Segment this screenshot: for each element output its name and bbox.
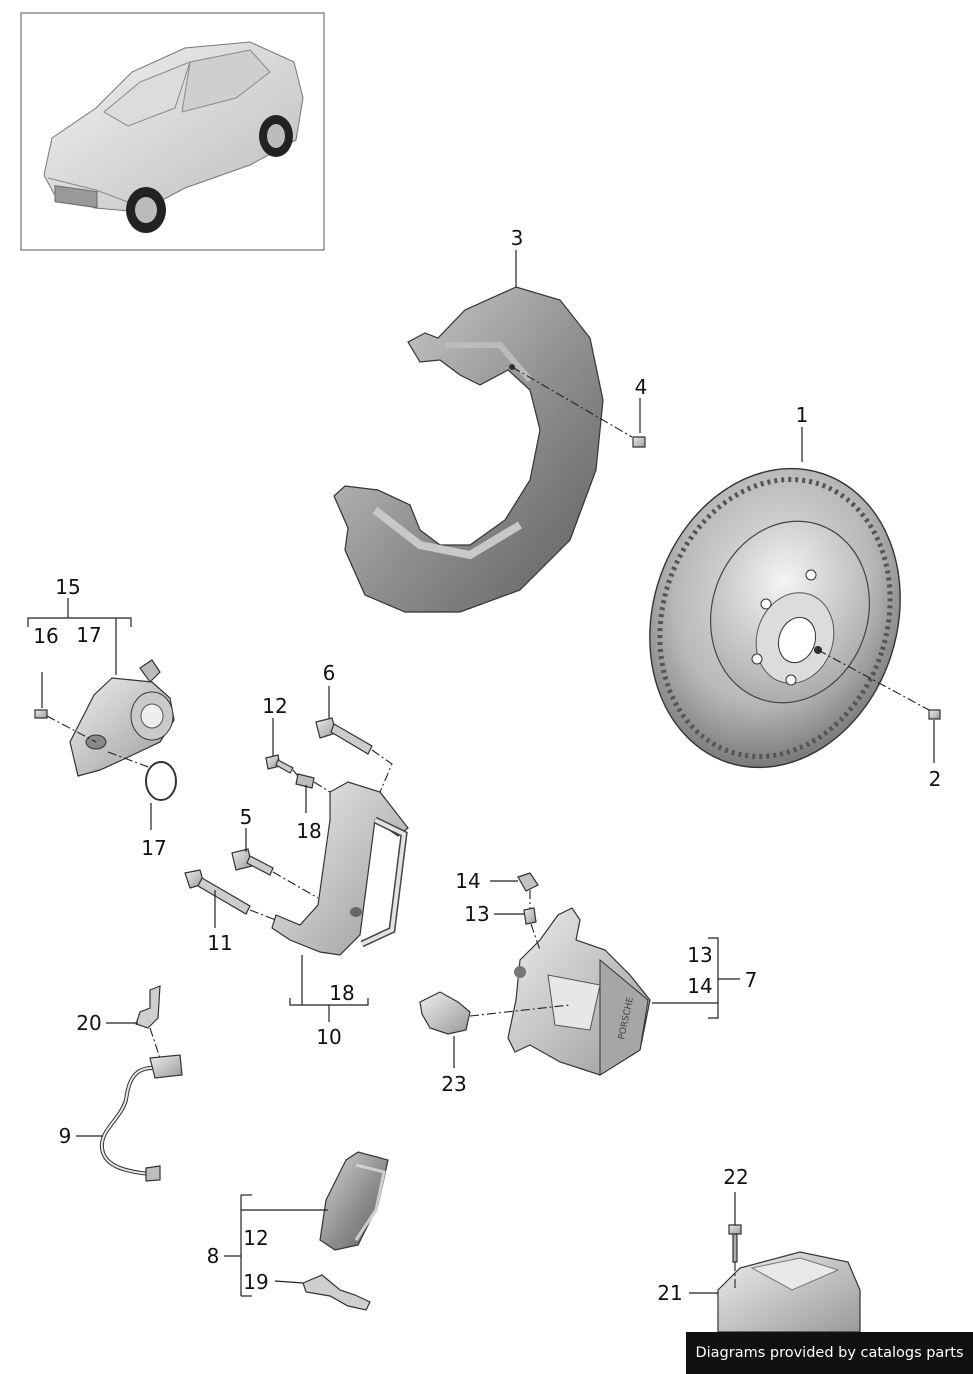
callout-2: 2	[929, 767, 942, 791]
callout-labels: 1 2 3 4 5 6 7 8 9 10 11 12 12 13 13 14 1…	[33, 226, 941, 1305]
vehicle-thumbnail	[20, 12, 325, 251]
guide-bolt-small	[265, 754, 294, 774]
o-ring	[145, 761, 177, 801]
callout-18-cap: 18	[296, 819, 321, 843]
callout-10: 10	[316, 1025, 341, 1049]
brake-disc	[649, 467, 901, 769]
brake-pad	[319, 1151, 389, 1251]
pad-retaining-spring	[302, 1274, 371, 1311]
control-unit	[717, 1251, 861, 1333]
callout-1: 1	[796, 403, 809, 427]
callout-13-valve: 13	[464, 902, 489, 926]
motor-screw	[34, 709, 48, 719]
disc-screw	[928, 709, 941, 720]
callout-23: 23	[441, 1072, 466, 1096]
callout-9: 9	[59, 1124, 72, 1148]
sensor-bracket	[135, 985, 161, 1029]
assembly-lines	[46, 366, 930, 1290]
callout-12-bolt: 12	[262, 694, 287, 718]
callout-14-cap: 14	[455, 869, 480, 893]
carrier-bolt-lower	[231, 848, 274, 876]
callout-16: 16	[33, 624, 58, 648]
callout-3: 3	[511, 226, 524, 250]
callout-18-carrier: 18	[329, 981, 354, 1005]
bleeder-valve	[523, 907, 537, 925]
control-unit-screw	[728, 1224, 742, 1263]
guide-pin-cap	[295, 773, 315, 789]
callout-4: 4	[635, 375, 648, 399]
callout-6: 6	[323, 661, 336, 685]
anti-rattle-clip	[419, 991, 471, 1035]
callout-15: 15	[55, 575, 80, 599]
callout-14-caliper: 14	[687, 974, 712, 998]
guide-bolt-long	[184, 869, 251, 915]
callout-20: 20	[76, 1011, 101, 1035]
callout-22: 22	[723, 1165, 748, 1189]
bleeder-cap	[517, 872, 539, 892]
callout-19: 19	[243, 1270, 268, 1294]
brake-caliper: PORSCHE	[507, 907, 651, 1076]
callout-21: 21	[657, 1281, 682, 1305]
carrier-bolt-upper	[315, 717, 373, 755]
parking-brake-motor	[69, 659, 175, 777]
wear-sensor-cable	[99, 1054, 183, 1182]
callout-11: 11	[207, 931, 232, 955]
callout-13-caliper: 13	[687, 943, 712, 967]
callout-5: 5	[240, 805, 253, 829]
callout-12-pad: 12	[243, 1226, 268, 1250]
callout-17-ring: 17	[141, 836, 166, 860]
credit-banner: Diagrams provided by catalogs parts	[686, 1332, 973, 1374]
caliper-carrier	[271, 781, 409, 956]
callout-7: 7	[745, 968, 758, 992]
callout-8: 8	[207, 1244, 220, 1268]
shield-bolt	[632, 436, 646, 448]
callout-17-top: 17	[76, 623, 101, 647]
brake-dust-shield	[333, 286, 604, 613]
leader-lines	[27, 250, 935, 1297]
